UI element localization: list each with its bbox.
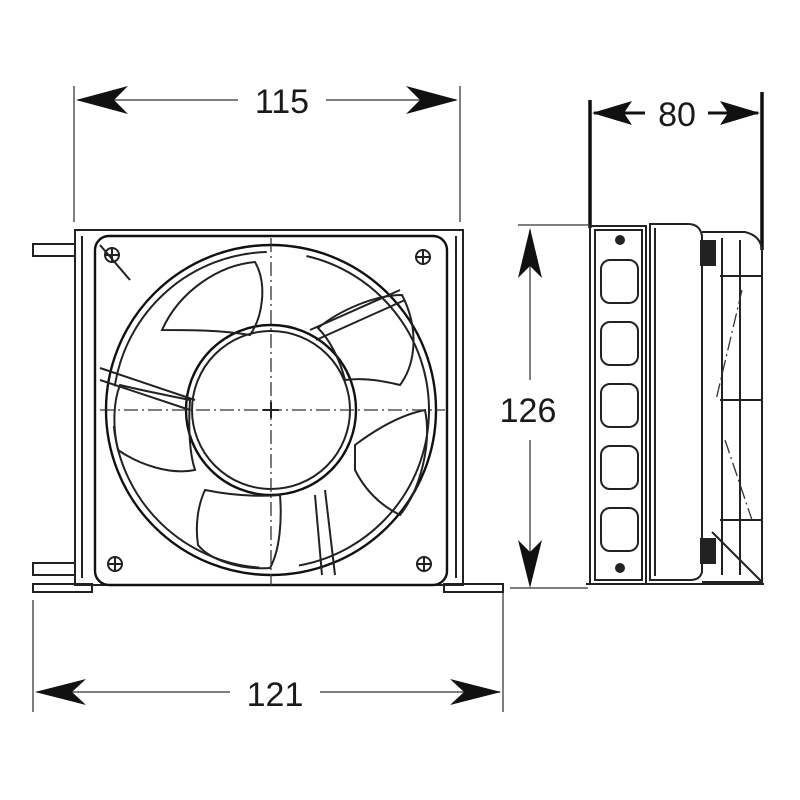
arrowhead-left-icon: [35, 679, 86, 705]
slot: [600, 507, 639, 552]
fan-blade: [160, 260, 264, 337]
fan-blades: [113, 260, 428, 570]
arrowhead-right-icon: [720, 101, 760, 125]
screw-icon: [416, 556, 432, 572]
bracket-foot-left: [32, 583, 93, 593]
arrowhead-left-icon: [76, 86, 128, 114]
dimension-80: 80: [588, 92, 764, 250]
bracket-slots: [600, 259, 639, 552]
dimension-115: 115: [73, 83, 461, 222]
arrowhead-down-icon: [518, 540, 542, 588]
side-view: [586, 223, 764, 585]
slot: [600, 259, 639, 304]
guard-clip-icon: [700, 538, 716, 564]
guard-clip-icon: [700, 240, 716, 266]
bracket-foot-right: [443, 583, 504, 593]
dimension-label-121: 121: [247, 676, 304, 714]
screw-icon: [104, 247, 120, 263]
fan-blade: [354, 408, 428, 517]
rivet-icon: [615, 563, 625, 573]
dimension-label-115: 115: [255, 83, 309, 121]
dimension-label-80: 80: [658, 96, 696, 134]
fan-blade: [316, 293, 415, 387]
bracket-tab-top-left: [32, 243, 76, 257]
dimension-126: 126: [500, 224, 588, 589]
screw-icon: [415, 249, 431, 265]
side-fan-guard: [702, 231, 763, 583]
dimension-label-126: 126: [500, 392, 557, 430]
front-view: [32, 229, 504, 593]
arrowhead-left-icon: [592, 101, 632, 125]
slot: [600, 445, 639, 490]
side-fan-body: [649, 223, 703, 581]
slot: [600, 321, 639, 366]
fan-struts: [99, 244, 406, 576]
hidden-blade-line: [715, 289, 743, 401]
arrowhead-right-icon: [450, 679, 501, 705]
rivet-icon: [615, 235, 625, 245]
arrowhead-right-icon: [406, 86, 458, 114]
dimension-121: 121: [32, 590, 504, 714]
fan-shroud-inner: [112, 251, 430, 569]
slot: [600, 383, 639, 428]
screw-icon: [107, 556, 123, 572]
fan-blade: [113, 383, 197, 473]
fan-blade: [195, 488, 282, 570]
arrowhead-up-icon: [518, 228, 542, 278]
hidden-blade-line: [724, 439, 753, 521]
bracket-tab-bottom-left: [32, 562, 76, 576]
screw-holes: [104, 247, 432, 572]
